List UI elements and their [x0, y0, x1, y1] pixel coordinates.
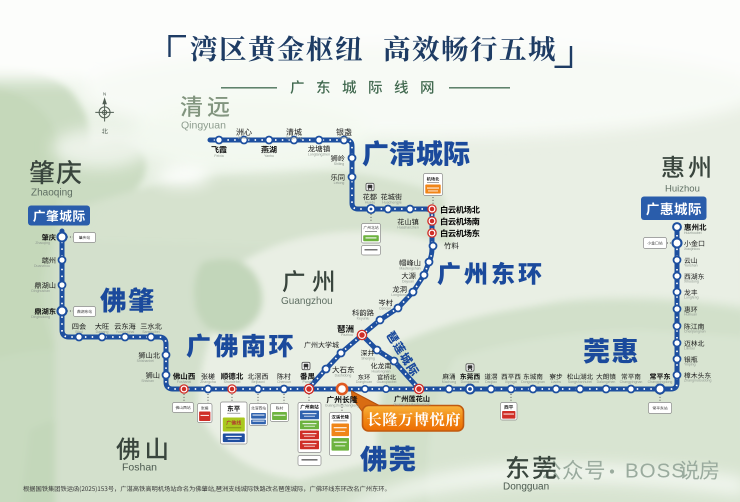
svg-text:BOSS: BOSS [625, 460, 686, 483]
svg-text:Guangzhoulianhuashan: Guangzhoulianhuashan [394, 403, 431, 407]
svg-text:Shiling: Shiling [334, 162, 345, 166]
svg-text:Yunshan: Yunshan [684, 264, 698, 268]
svg-text:Xipingxi: Xipingxi [505, 380, 517, 384]
svg-text:Huashanzhen: Huashanzhen [397, 226, 419, 230]
svg-text:Chenjiangnan: Chenjiangnan [684, 330, 706, 334]
svg-text:Pazhou: Pazhou [341, 333, 353, 337]
svg-text:Dinghushan: Dinghushan [31, 289, 50, 293]
svg-text:Yanhu: Yanhu [264, 154, 274, 158]
svg-text:Huadu: Huadu [365, 201, 375, 205]
svg-text:Sanshuibei: Sanshuibei [142, 330, 160, 334]
svg-text:Lilinbei: Lilinbei [684, 347, 695, 351]
svg-text:Dongguan: Dongguan [503, 482, 549, 493]
svg-text:Daojiao: Daojiao [485, 380, 497, 384]
svg-text:Huachengjie: Huachengjie [382, 201, 402, 205]
svg-text:N: N [103, 92, 106, 97]
svg-text:Huihuan: Huihuan [684, 313, 697, 317]
svg-text:Changpingnan: Changpingnan [620, 380, 643, 384]
svg-text:Dawang: Dawang [96, 330, 109, 334]
svg-text:Songshanhubei: Songshanhubei [568, 380, 593, 384]
svg-text:Cencun: Cencun [379, 307, 391, 311]
svg-text:Shundebei: Shundebei [224, 380, 241, 384]
svg-text:Zhangcha: Zhangcha [200, 380, 216, 384]
svg-text:Dongchengnan: Dongchengnan [521, 380, 545, 384]
svg-text:Guangzhou: Guangzhou [281, 296, 333, 307]
svg-text:Machong: Machong [442, 380, 456, 384]
svg-text:Yundonghai: Yundonghai [116, 330, 135, 334]
svg-text:Hualongnan: Hualongnan [372, 369, 391, 373]
svg-text:Dinghudong: Dinghudong [31, 315, 50, 319]
svg-text:Yinzhan: Yinzhan [338, 136, 351, 140]
svg-text:Foshan: Foshan [122, 462, 157, 474]
svg-text:Qingcheng: Qingcheng [286, 136, 303, 140]
svg-text:Huizhoubei: Huizhoubei [684, 231, 702, 235]
svg-text:Yinping: Yinping [684, 363, 696, 367]
svg-text:Keyunlu: Keyunlu [357, 317, 370, 321]
svg-text:Beijiaoxi: Beijiaoxi [251, 380, 264, 384]
svg-text:Huizhou: Huizhou [665, 184, 700, 195]
svg-text:Zhangmutoudong: Zhangmutoudong [684, 379, 711, 383]
svg-text:Chencun: Chencun [277, 380, 291, 384]
svg-text:Shishanbei: Shishanbei [137, 359, 155, 363]
svg-text:Maofengshan: Maofengshan [399, 267, 420, 271]
svg-text:Qingyuan: Qingyuan [181, 120, 226, 132]
svg-text:Guangzhouchanglong: Guangzhouchanglong [325, 404, 359, 408]
svg-text:Zhaoqing: Zhaoqing [35, 241, 50, 245]
svg-text:Shenjing: Shenjing [361, 357, 375, 361]
svg-text:Longtangzhen: Longtangzhen [308, 153, 330, 157]
svg-text:Donghuan: Donghuan [356, 380, 372, 384]
svg-text:Letong: Letong [334, 181, 345, 185]
svg-text:Longfeng: Longfeng [684, 296, 699, 300]
svg-text:Foshanxi: Foshanxi [177, 380, 191, 384]
svg-text:Feixia: Feixia [214, 154, 223, 158]
svg-text:Dalangzhen: Dalangzhen [597, 380, 616, 384]
svg-text:Shishan: Shishan [141, 379, 154, 383]
svg-text:Longdong: Longdong [391, 293, 407, 297]
svg-text:Liaobu: Liaobu [551, 380, 562, 384]
svg-text:Guanqiaobei: Guanqiaobei [377, 380, 397, 384]
svg-text:Xiaojinkou: Xiaojinkou [684, 247, 700, 251]
svg-text:Duanzhou: Duanzhou [34, 264, 50, 268]
svg-text:Xihudong: Xihudong [684, 280, 699, 284]
svg-text:Dashidong: Dashidong [335, 374, 352, 378]
svg-text:Changpingdong: Changpingdong [648, 380, 673, 384]
svg-text:Zhaoqing: Zhaoqing [31, 188, 73, 199]
svg-text:Sihui: Sihui [75, 330, 83, 334]
svg-text:Zhouxin: Zhouxin [238, 136, 251, 140]
svg-text:Dongguanxi: Dongguanxi [461, 380, 480, 384]
svg-text:Panyu: Panyu [303, 380, 313, 384]
svg-text:Dayuan: Dayuan [402, 280, 414, 284]
